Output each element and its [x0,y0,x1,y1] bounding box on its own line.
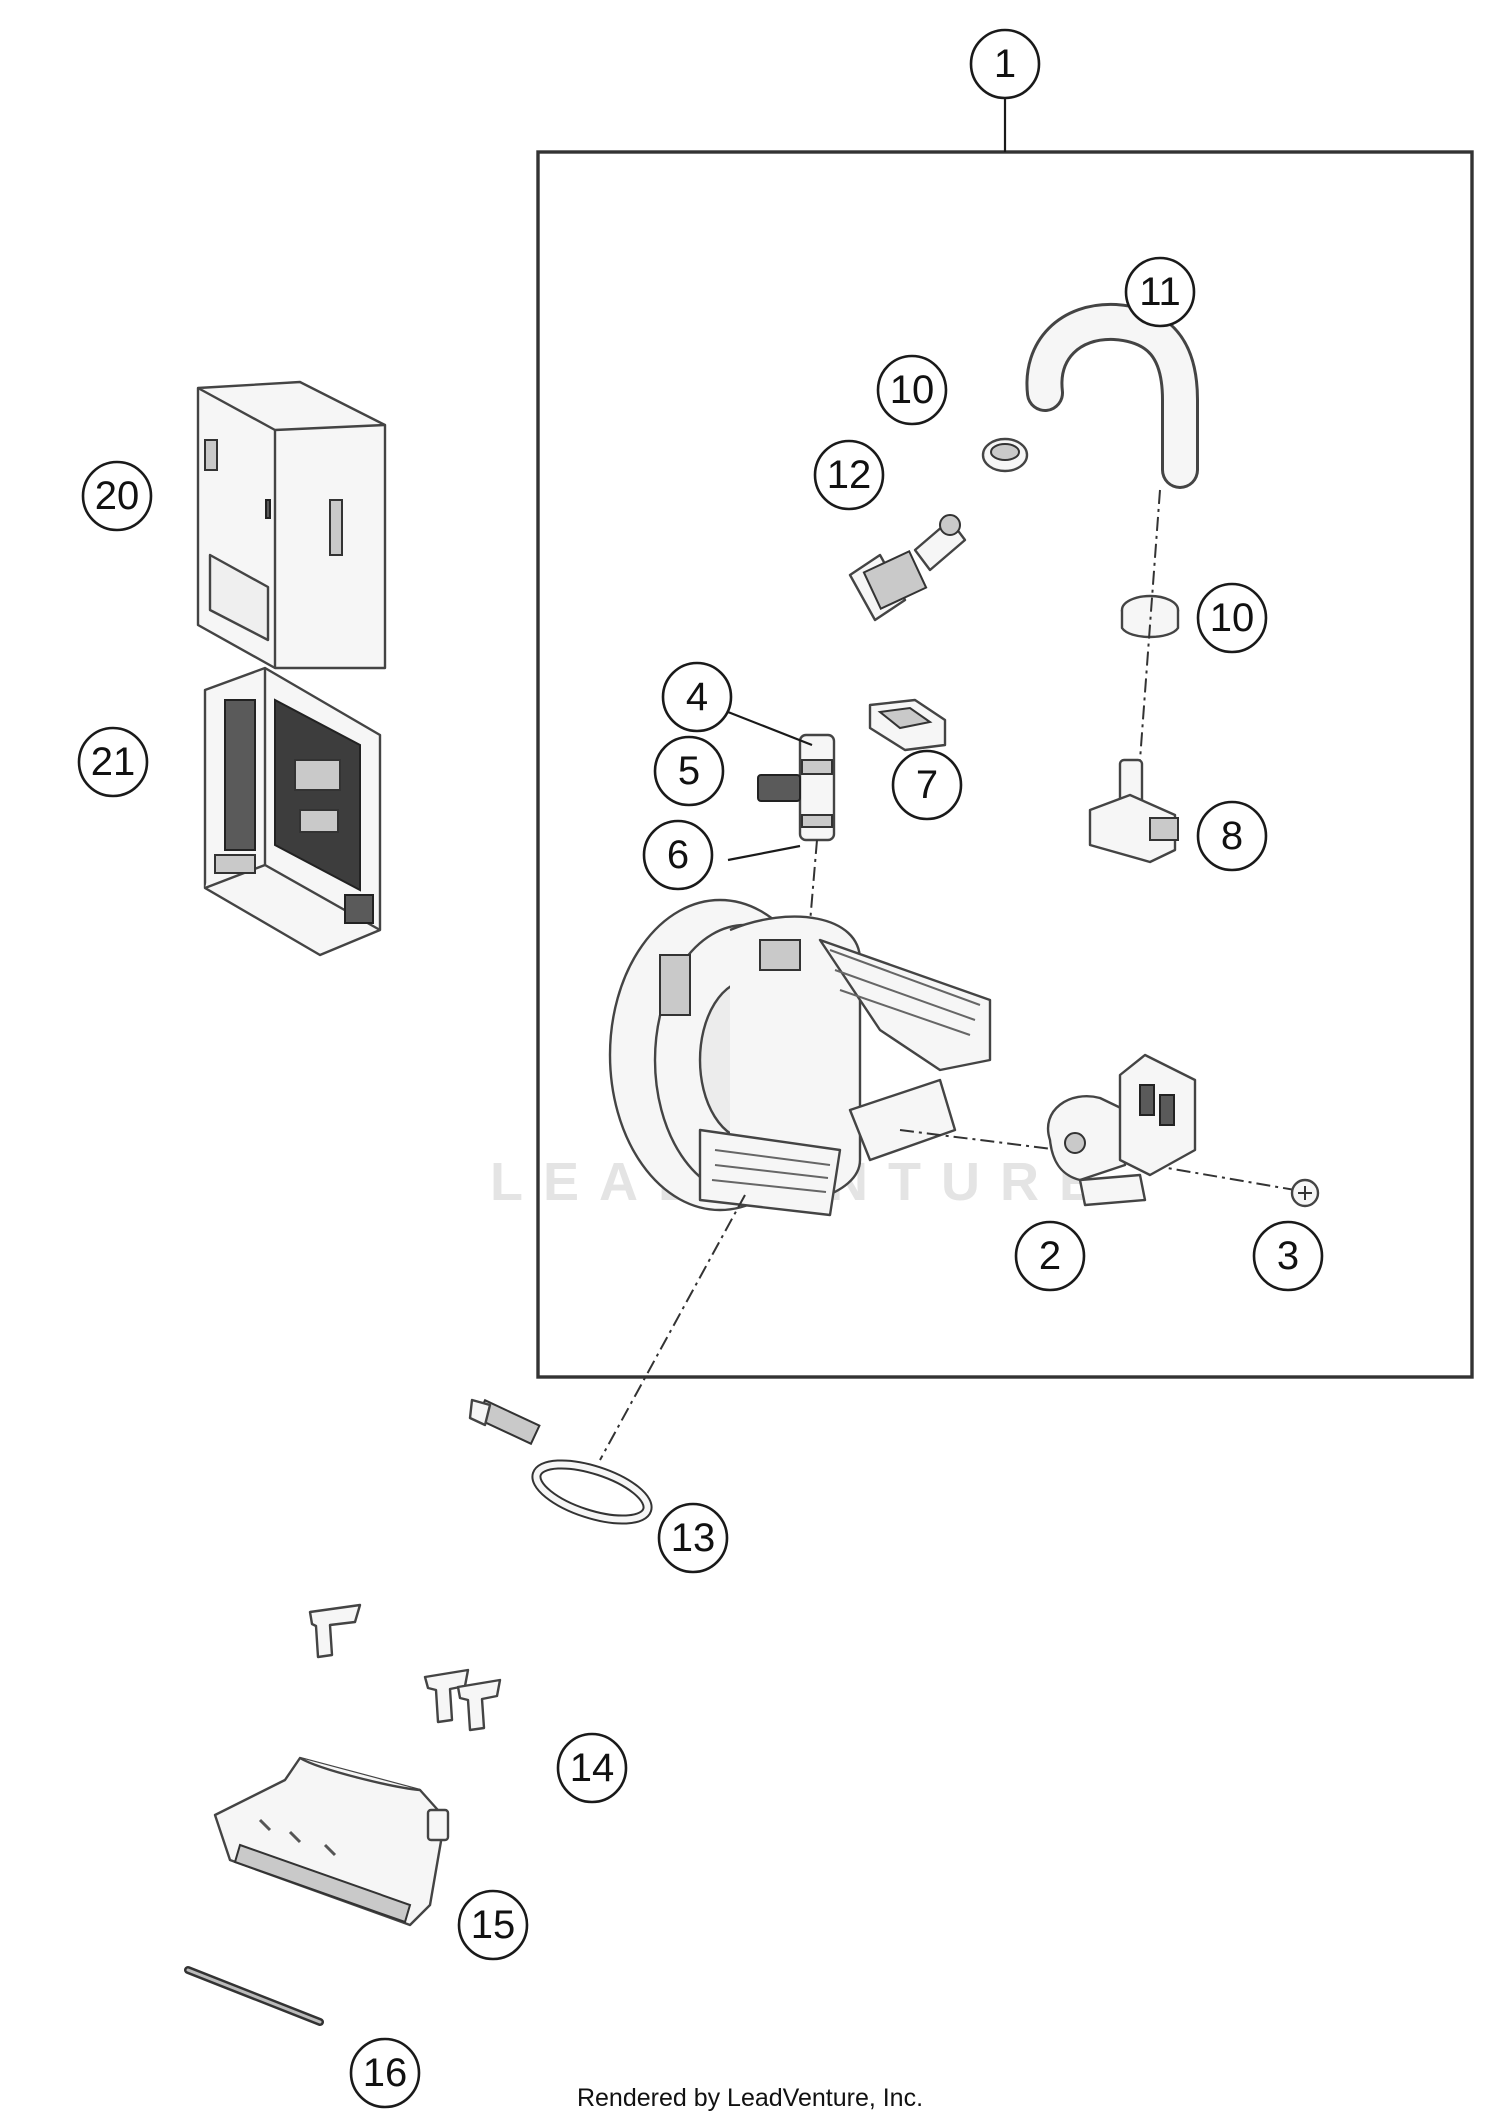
callout-20[interactable]: 20 [81,460,153,532]
svg-text:10: 10 [890,368,935,412]
assembly-line-8 [1139,489,1161,761]
part-15-housing [213,1756,450,1927]
part-20-ecu-cover [196,380,387,670]
svg-text:3: 3 [1277,1234,1299,1278]
callout-6[interactable]: 6 [642,819,714,891]
callout-11[interactable]: 11 [1124,256,1196,328]
svg-text:8: 8 [1221,814,1243,858]
part-10-hose-clamp-upper [981,437,1029,473]
leader-4 [727,710,813,747]
svg-text:20: 20 [95,474,140,518]
part-4-injector [798,733,836,842]
callout-21[interactable]: 21 [77,726,149,798]
part-7-clip [868,698,947,752]
part-11-fuel-hose [1025,302,1199,489]
leader-6 [727,844,801,862]
part-13-hose-clamp [468,1398,653,1525]
callout-16[interactable]: 16 [349,2037,421,2109]
svg-text:16: 16 [363,2051,408,2095]
callout-13[interactable]: 13 [657,1502,729,1574]
svg-text:13: 13 [671,1516,716,1560]
part-16-gasket [184,1966,324,2026]
assembly-line-13 [599,1194,746,1461]
callout-10-upper[interactable]: 10 [876,354,948,426]
part-14-screw-b [423,1668,470,1724]
svg-text:4: 4 [686,675,708,719]
assembly-line-3 [1149,1164,1296,1191]
callout-1[interactable]: 1 [969,28,1041,100]
part-12-hose-fitting [848,514,967,622]
callout-12[interactable]: 12 [813,439,885,511]
part-14-screw-c [456,1678,502,1732]
part-8-sensor [1088,758,1179,864]
part-3-screw [1290,1178,1320,1208]
callout-5[interactable]: 5 [653,735,725,807]
part-21-ecu [203,666,382,957]
svg-text:12: 12 [827,453,872,497]
svg-text:10: 10 [1210,596,1255,640]
callout-7[interactable]: 7 [891,749,963,821]
svg-text:1: 1 [994,42,1016,86]
svg-text:6: 6 [667,833,689,877]
callout-4[interactable]: 4 [661,661,733,733]
callout-3[interactable]: 3 [1252,1220,1324,1292]
render-credit: Rendered by LeadVenture, Inc. [576,2084,924,2112]
svg-text:21: 21 [91,740,136,784]
callout-14[interactable]: 14 [556,1732,628,1804]
svg-text:14: 14 [570,1746,615,1790]
svg-text:15: 15 [471,1903,516,1947]
svg-text:2: 2 [1039,1234,1061,1278]
callout-2[interactable]: 2 [1014,1220,1086,1292]
throttle-body [608,898,992,1217]
callout-10-lower[interactable]: 10 [1196,582,1268,654]
svg-text:7: 7 [916,763,938,807]
part-2-tps-sensor [1046,1053,1197,1207]
part-14-screw-a [308,1603,362,1659]
svg-text:5: 5 [678,749,700,793]
callout-8[interactable]: 8 [1196,800,1268,872]
callout-15[interactable]: 15 [457,1889,529,1961]
part-5-injector-connector [757,774,801,802]
svg-text:11: 11 [1139,270,1181,314]
